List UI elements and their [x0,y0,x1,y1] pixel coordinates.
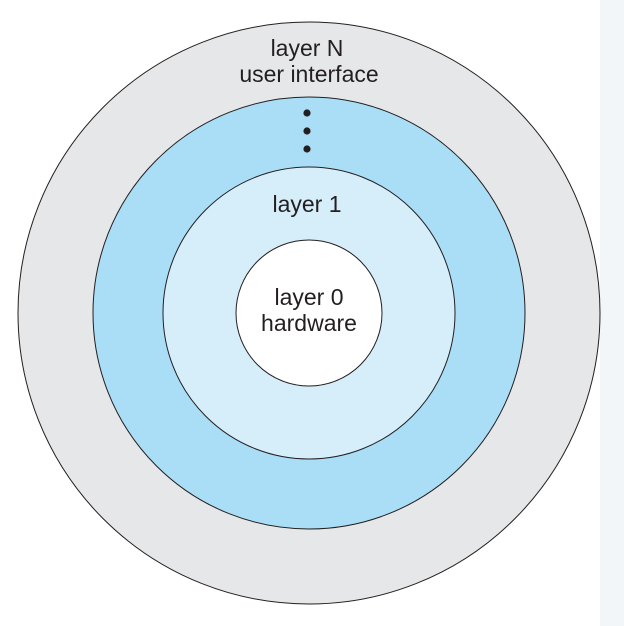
ellipsis-dots [303,109,311,153]
ellipsis-dot [303,145,311,153]
layer-n-subtitle: user interface [239,61,378,87]
layer-0-subtitle: hardware [261,310,357,336]
layer-0-title: layer 0 [274,284,343,310]
right-edge-strip [600,0,624,626]
layer-n-title: layer N [271,35,344,61]
layer-1-title: layer 1 [272,191,341,217]
ellipsis-dot [303,127,311,135]
layer-0-core [235,239,383,387]
ellipsis-dot [303,109,311,117]
